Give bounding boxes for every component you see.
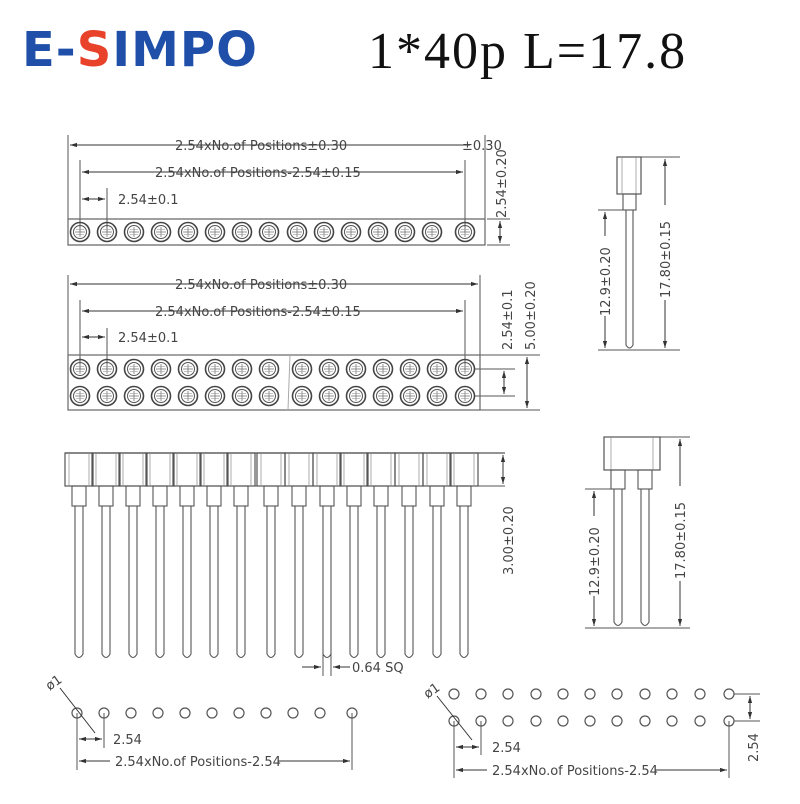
dim-total-length: 17.80±0.15 xyxy=(659,221,674,298)
double-row-pcb-layout: ø1 2.54 2.54xNo.of Positions-2.54 2.54 xyxy=(421,680,762,779)
dim-width: 5.00±0.20 xyxy=(524,281,539,350)
single-row-side-view: 12.9±0.20 17.80±0.15 xyxy=(597,156,680,351)
dim-pitch: 2.54±0.1 xyxy=(118,193,179,208)
dim-body-height: 3.00±0.20 xyxy=(502,506,517,575)
dim-span: 2.54xNo.of Positions-2.54 xyxy=(115,755,281,770)
dim-pin-length: 12.9±0.20 xyxy=(588,527,603,596)
single-row-top-view: 2.54xNo.of Positions±0.30 ±0.30 2.54xNo.… xyxy=(67,135,510,246)
page-title: 1*40p L=17.8 xyxy=(368,23,688,80)
dim-pin-span: 2.54xNo.of Positions-2.54±0.15 xyxy=(155,166,361,181)
dim-span: 2.54xNo.of Positions-2.54 xyxy=(492,764,658,779)
dim-row-pitch: 2.54 xyxy=(747,733,762,762)
dim-pin-span: 2.54xNo.of Positions-2.54±0.15 xyxy=(155,305,361,320)
logo-text-imp: IMP xyxy=(112,22,217,78)
double-row-side-view: 12.9±0.20 17.80±0.15 xyxy=(585,436,690,629)
logo-text-s: S xyxy=(76,22,113,78)
double-row-top-view: 2.54xNo.of Positions±0.30 2.54xNo.of Pos… xyxy=(67,275,540,411)
logo-text-e: E- xyxy=(22,22,77,78)
dim-pin-length: 12.9±0.20 xyxy=(599,247,614,316)
dim-row-pitch: 2.54±0.1 xyxy=(501,289,516,350)
dim-overall-length: 2.54xNo.of Positions±0.30 xyxy=(175,278,347,293)
dim-pitch: 2.54 xyxy=(492,741,521,756)
dim-pitch: 2.54±0.1 xyxy=(118,331,179,346)
dim-partial: ±0.30 xyxy=(462,139,502,154)
dim-overall-length: 2.54xNo.of Positions±0.30 xyxy=(175,139,347,154)
brand-logo: E-SIMPO xyxy=(22,26,258,74)
dim-total-length: 17.80±0.15 xyxy=(674,502,689,579)
dim-pin-size: 0.64 SQ xyxy=(352,661,404,676)
single-row-pcb-layout: ø1 2.54 2.54xNo.of Positions-2.54 xyxy=(43,672,358,770)
front-view: 3.00±0.20 0.64 SQ xyxy=(64,452,517,676)
logo-text-o: O xyxy=(216,22,258,78)
dim-pitch: 2.54 xyxy=(113,733,142,748)
dim-width: 2.54±0.20 xyxy=(495,149,510,218)
